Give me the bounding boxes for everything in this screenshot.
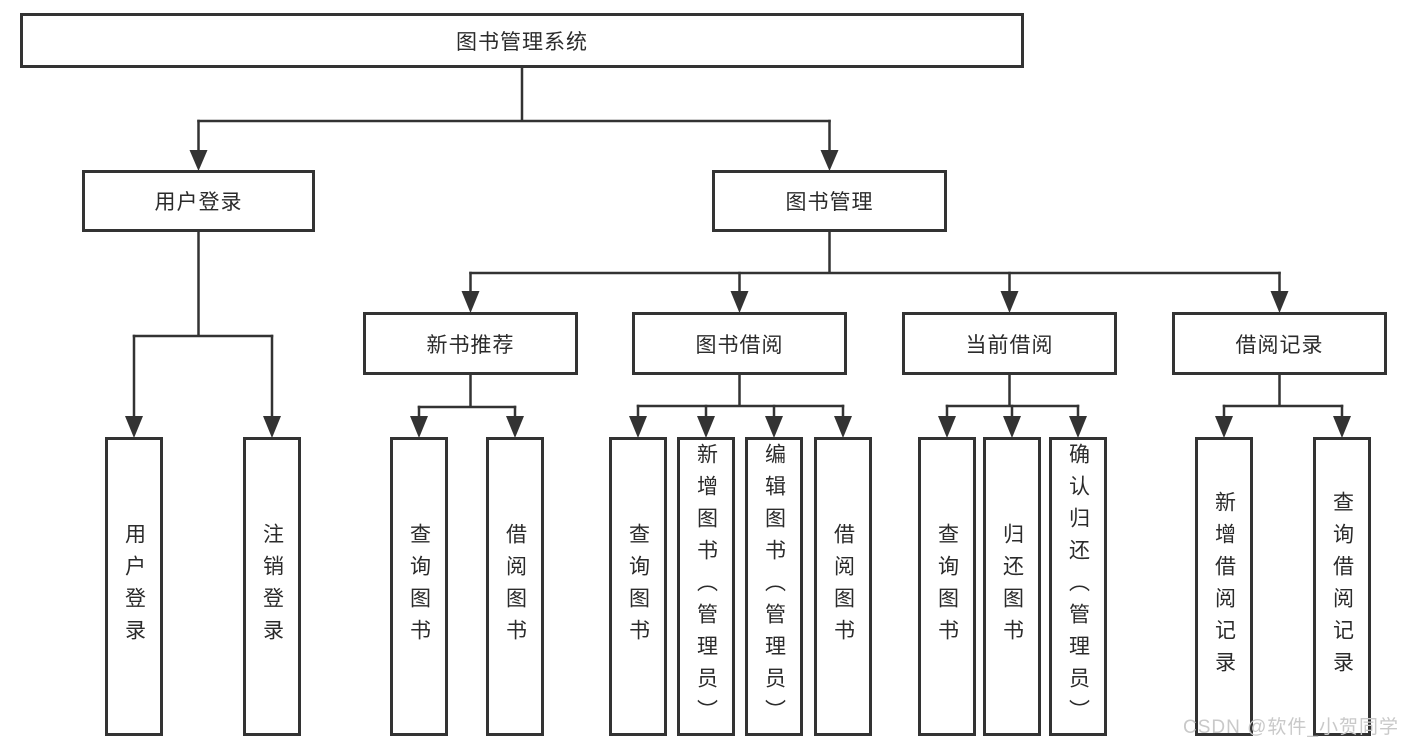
- csdn-watermark: CSDN @软件_小贺同学: [1183, 717, 1399, 738]
- leaf-cb-query-books: 查询图书: [918, 437, 976, 736]
- arrowhead: [263, 416, 281, 438]
- arrowhead: [938, 416, 956, 438]
- leaf-br-query-record: 查询借阅记录: [1313, 437, 1371, 736]
- leaf-cb-return-books-label: 归还图书: [1000, 522, 1024, 651]
- node-borrow-record-label: 借阅记录: [1235, 333, 1324, 357]
- node-root: 图书管理系统: [20, 13, 1024, 68]
- node-new-book-recommend-label: 新书推荐: [426, 333, 515, 357]
- arrowhead: [410, 416, 428, 438]
- leaf-nb-borrow-books: 借阅图书: [486, 437, 544, 736]
- edges-group-new-book: [410, 375, 524, 438]
- edges-user-branch: [125, 232, 281, 438]
- edges-group-current-borrow: [938, 375, 1087, 438]
- node-new-book-recommend: 新书推荐: [363, 312, 578, 375]
- arrowhead: [765, 416, 783, 438]
- leaf-bb-edit-books-admin: 编辑图书（管理员）: [745, 437, 803, 736]
- leaf-bb-query-books-label: 查询图书: [626, 522, 650, 651]
- edges-root-to-level2: [189, 68, 839, 171]
- arrowhead: [834, 416, 852, 438]
- arrowhead: [461, 291, 480, 313]
- node-book-borrow: 图书借阅: [632, 312, 847, 375]
- edges-group-borrow-record: [1215, 375, 1351, 438]
- leaf-br-add-record: 新增借阅记录: [1195, 437, 1253, 736]
- arrowhead: [730, 291, 749, 313]
- leaf-cb-confirm-return-admin-label: 确认归还（管理员）: [1066, 442, 1090, 731]
- arrowhead: [1003, 416, 1021, 438]
- leaf-cb-confirm-return-admin: 确认归还（管理员）: [1049, 437, 1107, 736]
- leaf-nb-borrow-books-label: 借阅图书: [503, 522, 527, 651]
- leaf-bb-add-books-admin: 新增图书（管理员）: [677, 437, 735, 736]
- leaf-nb-query-books-label: 查询图书: [407, 522, 431, 651]
- leaf-cb-query-books-label: 查询图书: [935, 522, 959, 651]
- node-user-login-branch: 用户登录: [82, 170, 315, 232]
- arrowhead: [1069, 416, 1087, 438]
- node-book-management-branch-label: 图书管理: [785, 191, 874, 214]
- arrowhead: [820, 150, 839, 171]
- arrowhead: [629, 416, 647, 438]
- leaf-br-add-record-label: 新增借阅记录: [1212, 490, 1236, 683]
- leaf-logout: 注销登录: [243, 437, 301, 736]
- leaf-user-login-label: 用户登录: [122, 522, 146, 651]
- node-current-borrow-label: 当前借阅: [965, 333, 1054, 357]
- leaf-bb-edit-books-admin-label: 编辑图书（管理员）: [762, 442, 786, 731]
- node-root-label: 图书管理系统: [456, 30, 588, 54]
- edges-book-branch: [461, 232, 1289, 313]
- leaf-bb-add-books-admin-label: 新增图书（管理员）: [694, 442, 718, 731]
- arrowhead: [1000, 291, 1019, 313]
- leaf-nb-query-books: 查询图书: [390, 437, 448, 736]
- node-user-login-branch-label: 用户登录: [154, 191, 243, 214]
- leaf-bb-borrow-books: 借阅图书: [814, 437, 872, 736]
- node-book-management-branch: 图书管理: [712, 170, 947, 232]
- arrowhead: [125, 416, 143, 438]
- leaf-br-query-record-label: 查询借阅记录: [1330, 490, 1354, 683]
- arrowhead: [1270, 291, 1289, 313]
- arrowhead: [1333, 416, 1351, 438]
- leaf-bb-borrow-books-label: 借阅图书: [831, 522, 855, 651]
- leaf-cb-return-books: 归还图书: [983, 437, 1041, 736]
- leaf-bb-query-books: 查询图书: [609, 437, 667, 736]
- leaf-user-login: 用户登录: [105, 437, 163, 736]
- node-borrow-record: 借阅记录: [1172, 312, 1387, 375]
- arrowhead: [506, 416, 524, 438]
- arrowhead: [697, 416, 715, 438]
- edges-group-book-borrow: [629, 375, 852, 438]
- node-current-borrow: 当前借阅: [902, 312, 1117, 375]
- node-book-borrow-label: 图书借阅: [695, 333, 784, 357]
- arrowhead: [189, 150, 208, 171]
- arrowhead: [1215, 416, 1233, 438]
- leaf-logout-label: 注销登录: [260, 522, 284, 651]
